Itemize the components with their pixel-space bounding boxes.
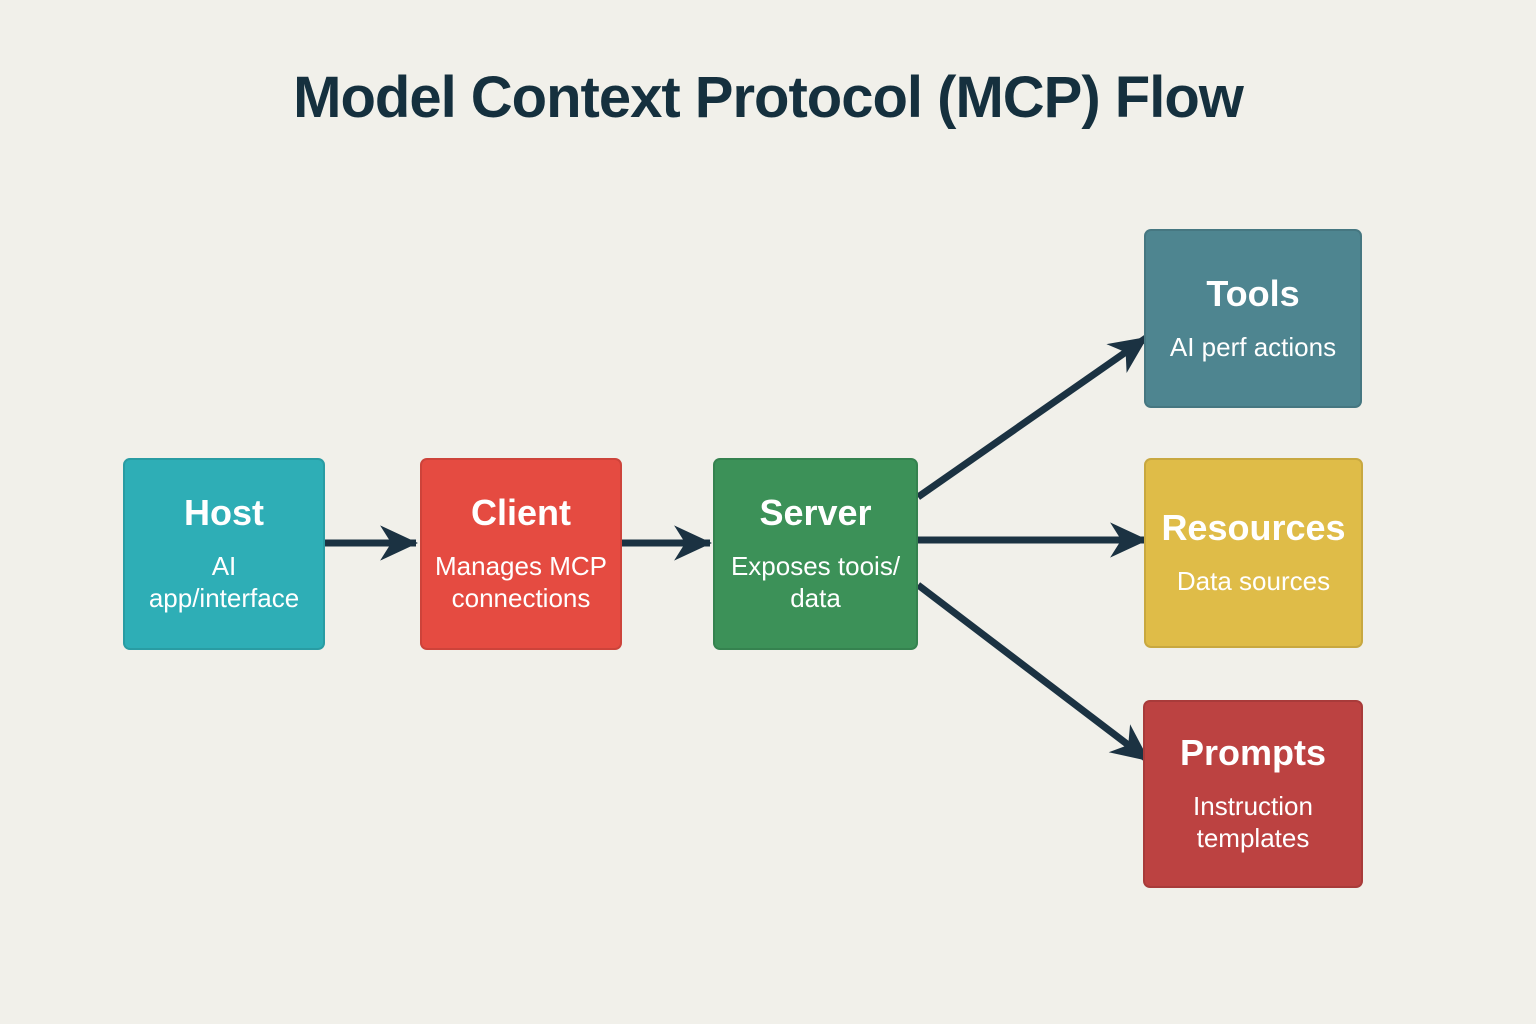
node-tools: Tools AI perf actions — [1144, 229, 1362, 408]
node-server-label: Server — [759, 492, 872, 534]
node-resources: Resources Data sources — [1144, 458, 1363, 648]
node-server-sublabel: Exposes toois/ data — [730, 550, 901, 614]
node-resources-label: Resources — [1161, 507, 1346, 549]
arrow-server-to-prompts — [915, 582, 1151, 763]
node-server: Server Exposes toois/ data — [713, 458, 918, 650]
node-client-sublabel: Manages MCP connections — [435, 550, 607, 614]
diagram-title: Model Context Protocol (MCP) Flow — [293, 65, 1244, 130]
arrow-server-to-tools — [915, 335, 1149, 500]
node-host: Host AI app/interface — [123, 458, 325, 650]
node-prompts-sublabel: Instruction templates — [1193, 790, 1313, 854]
node-tools-sublabel: AI perf actions — [1169, 331, 1337, 362]
node-host-label: Host — [184, 492, 264, 534]
node-prompts-label: Prompts — [1179, 732, 1327, 774]
node-client-label: Client — [470, 492, 571, 534]
node-client: Client Manages MCP connections — [420, 458, 622, 650]
node-resources-sublabel: Data sources — [1176, 566, 1331, 597]
node-tools-label: Tools — [1206, 272, 1300, 314]
node-host-sublabel: AI app/interface — [148, 550, 300, 614]
node-prompts: Prompts Instruction templates — [1143, 700, 1363, 888]
